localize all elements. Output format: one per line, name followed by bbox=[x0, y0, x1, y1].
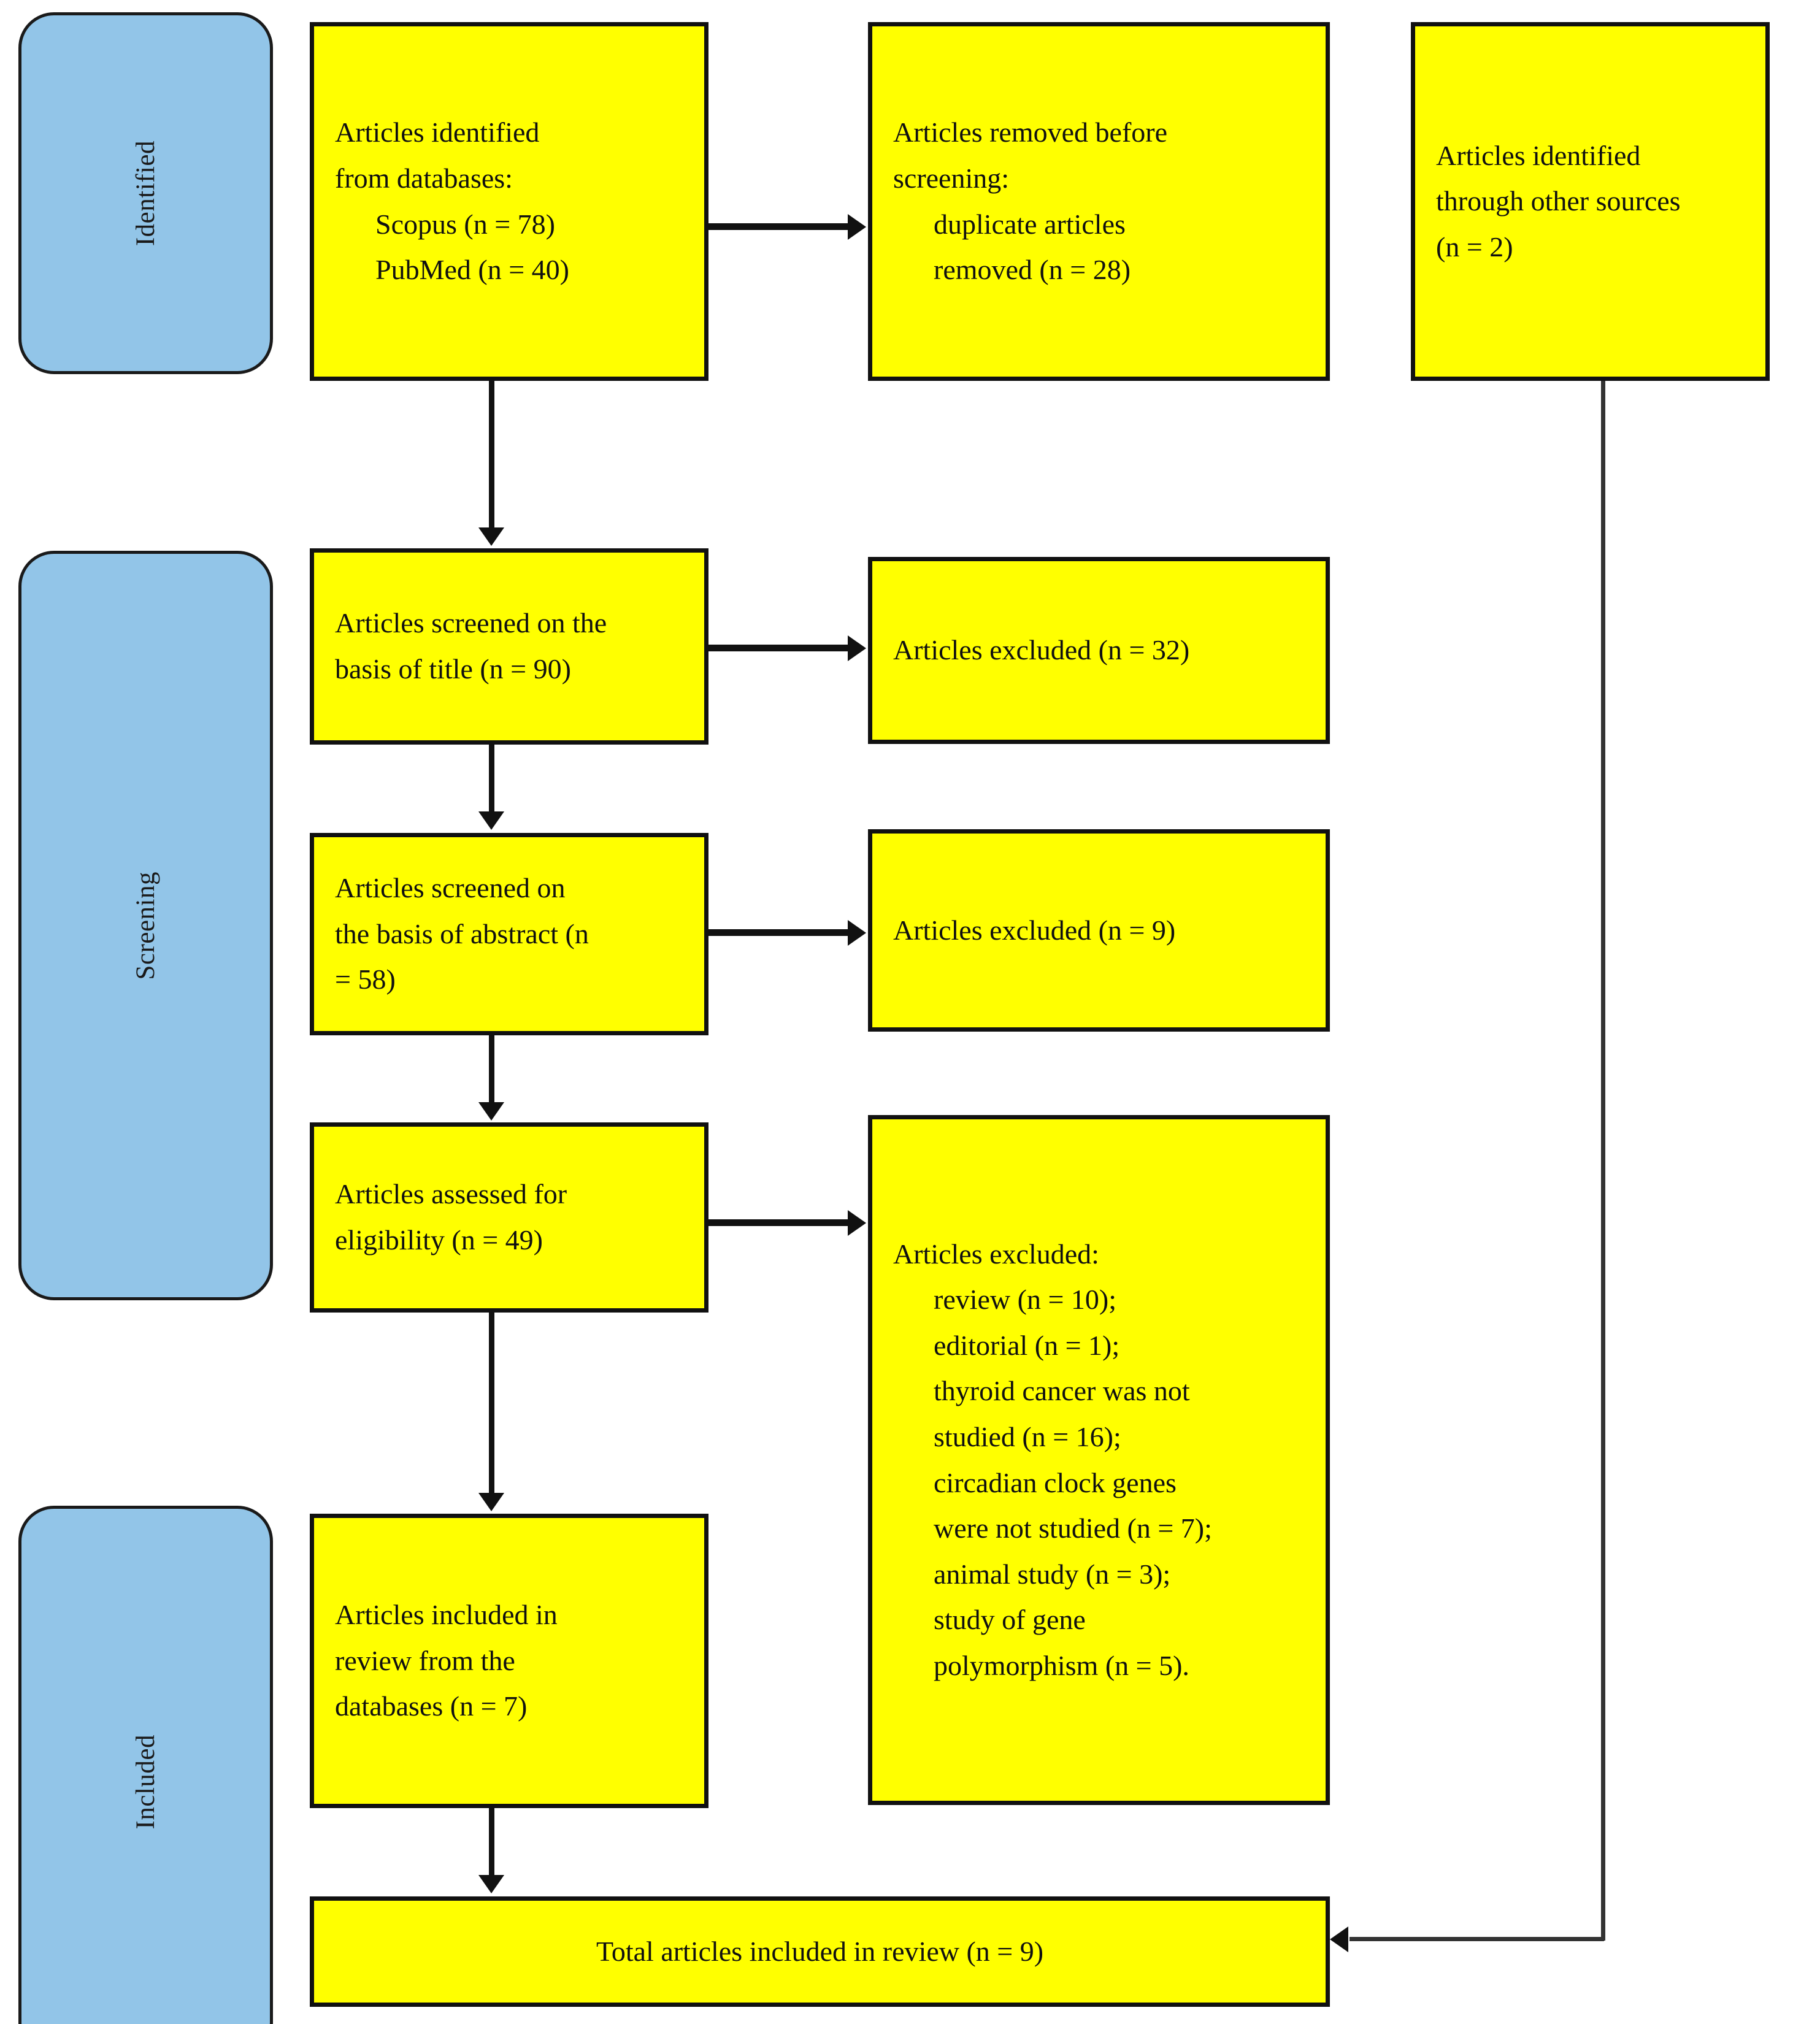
box-removed-before-screening-text: Articles removed before screening: dupli… bbox=[872, 110, 1326, 293]
text-line-indented: Scopus (n = 78) bbox=[375, 208, 555, 240]
text-line-indented: PubMed (n = 40) bbox=[375, 254, 569, 286]
text-line: = 58) bbox=[335, 964, 396, 995]
text-line-indented: were not studied (n = 7); bbox=[934, 1512, 1212, 1544]
arrowhead-included-to-total bbox=[478, 1875, 504, 1893]
box-removed-before-screening: Articles removed before screening: dupli… bbox=[868, 22, 1330, 381]
arrowhead-title-screen-to-abstract-screen bbox=[478, 811, 504, 830]
box-identified-from-databases-text: Articles identified from databases: Scop… bbox=[314, 110, 704, 293]
text-line: from databases: bbox=[335, 162, 513, 194]
text-line: Articles screened on the bbox=[335, 607, 607, 639]
connector-eligibility-to-included bbox=[489, 1313, 494, 1497]
box-assessed-for-eligibility: Articles assessed for eligibility (n = 4… bbox=[310, 1122, 708, 1313]
arrowhead-title-screen-to-excluded bbox=[848, 635, 866, 661]
text-line-indented: removed (n = 28) bbox=[934, 254, 1131, 286]
stage-box-included: Included bbox=[18, 1506, 273, 2024]
box-included-from-databases-text: Articles included in review from the dat… bbox=[314, 1592, 704, 1730]
connector-databases-to-title-screen bbox=[489, 381, 494, 531]
connector-databases-to-removed bbox=[708, 223, 850, 230]
text-line: Articles excluded (n = 9) bbox=[893, 914, 1176, 946]
arrowhead-eligibility-to-excluded-reasons bbox=[848, 1210, 866, 1236]
connector-other-sources-rail-vertical bbox=[1601, 381, 1605, 1941]
box-screened-on-title-text: Articles screened on the basis of title … bbox=[314, 600, 704, 692]
text-line: Total articles included in review (n = 9… bbox=[596, 1935, 1044, 1967]
box-excluded-title: Articles excluded (n = 32) bbox=[868, 557, 1330, 744]
text-line-indented: duplicate articles bbox=[934, 208, 1126, 240]
box-identified-other-sources-text: Articles identified through other source… bbox=[1415, 133, 1765, 270]
box-screened-on-abstract: Articles screened on the basis of abstra… bbox=[310, 833, 708, 1035]
stage-label-screening: Screening bbox=[131, 871, 160, 980]
text-line-indented: animal study (n = 3); bbox=[934, 1558, 1171, 1590]
arrowhead-abstract-screen-to-excluded bbox=[848, 920, 866, 946]
text-line-indented: thyroid cancer was not bbox=[934, 1375, 1190, 1407]
text-line-indented: study of gene bbox=[934, 1604, 1086, 1636]
text-line: Articles identified bbox=[335, 117, 540, 148]
stage-box-identified: Identified bbox=[18, 12, 273, 374]
box-included-from-databases: Articles included in review from the dat… bbox=[310, 1514, 708, 1808]
arrowhead-other-sources-to-total bbox=[1330, 1926, 1348, 1952]
text-line: review from the bbox=[335, 1644, 515, 1676]
stage-label-identified: Identified bbox=[131, 140, 160, 247]
text-line: Articles removed before bbox=[893, 117, 1168, 148]
text-line: databases (n = 7) bbox=[335, 1690, 528, 1722]
text-line: Articles excluded: bbox=[893, 1238, 1099, 1270]
box-identified-from-databases: Articles identified from databases: Scop… bbox=[310, 22, 708, 381]
box-total-included-in-review: Total articles included in review (n = 9… bbox=[310, 1896, 1330, 2007]
connector-abstract-screen-to-excluded bbox=[708, 929, 850, 936]
connector-abstract-screen-to-eligibility bbox=[489, 1035, 494, 1106]
arrowhead-databases-to-title-screen bbox=[478, 527, 504, 546]
connector-title-screen-to-excluded bbox=[708, 645, 850, 651]
text-line: (n = 2) bbox=[1436, 231, 1513, 263]
text-line-indented: review (n = 10); bbox=[934, 1284, 1117, 1316]
text-line: eligibility (n = 49) bbox=[335, 1224, 543, 1255]
text-line: screening: bbox=[893, 162, 1010, 194]
box-assessed-for-eligibility-text: Articles assessed for eligibility (n = 4… bbox=[314, 1171, 704, 1263]
box-screened-on-abstract-text: Articles screened on the basis of abstra… bbox=[314, 865, 704, 1003]
text-line: Articles assessed for bbox=[335, 1178, 567, 1210]
text-line-indented: editorial (n = 1); bbox=[934, 1329, 1120, 1361]
arrowhead-databases-to-removed bbox=[848, 214, 866, 240]
box-excluded-with-reasons: Articles excluded: review (n = 10); edit… bbox=[868, 1115, 1330, 1805]
stage-box-screening: Screening bbox=[18, 551, 273, 1300]
text-line: Articles excluded (n = 32) bbox=[893, 634, 1190, 666]
text-line-indented: studied (n = 16); bbox=[934, 1420, 1121, 1452]
connector-title-screen-to-abstract-screen bbox=[489, 745, 494, 815]
box-excluded-with-reasons-text: Articles excluded: review (n = 10); edit… bbox=[872, 1232, 1326, 1689]
box-identified-other-sources: Articles identified through other source… bbox=[1411, 22, 1770, 381]
arrowhead-eligibility-to-included bbox=[478, 1493, 504, 1511]
text-line: through other sources bbox=[1436, 185, 1681, 217]
connector-other-sources-rail-horizontal bbox=[1350, 1937, 1604, 1941]
text-line: the basis of abstract (n bbox=[335, 918, 589, 949]
stage-label-included: Included bbox=[131, 1734, 160, 1830]
text-line-indented: polymorphism (n = 5). bbox=[934, 1649, 1189, 1681]
text-line-indented: circadian clock genes bbox=[934, 1466, 1177, 1498]
box-excluded-abstract: Articles excluded (n = 9) bbox=[868, 829, 1330, 1032]
box-screened-on-title: Articles screened on the basis of title … bbox=[310, 548, 708, 745]
text-line: Articles included in bbox=[335, 1599, 558, 1631]
box-excluded-title-text: Articles excluded (n = 32) bbox=[872, 627, 1326, 673]
box-total-included-in-review-text: Total articles included in review (n = 9… bbox=[575, 1929, 1064, 1975]
text-line: basis of title (n = 90) bbox=[335, 653, 571, 684]
connector-eligibility-to-excluded-reasons bbox=[708, 1219, 850, 1226]
box-excluded-abstract-text: Articles excluded (n = 9) bbox=[872, 908, 1326, 954]
connector-included-to-total bbox=[489, 1808, 494, 1879]
text-line: Articles identified bbox=[1436, 139, 1641, 171]
text-line: Articles screened on bbox=[335, 872, 566, 904]
arrowhead-abstract-screen-to-eligibility bbox=[478, 1102, 504, 1121]
